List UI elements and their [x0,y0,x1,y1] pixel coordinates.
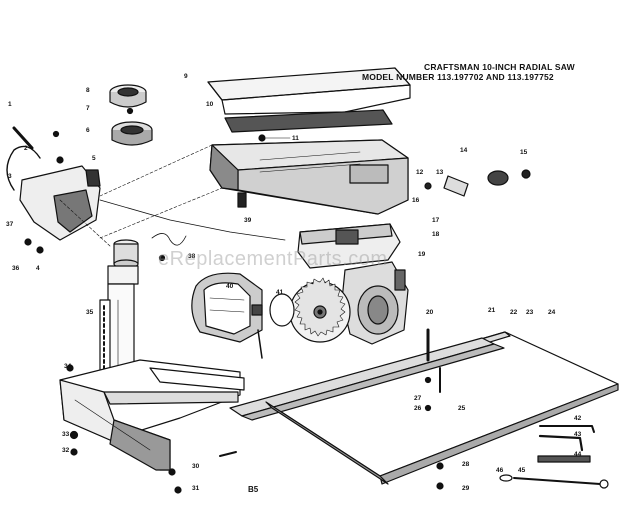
callout-32: 32 [62,447,70,454]
callout-12: 12 [416,169,424,176]
callout-29: 29 [462,485,470,492]
saw-base-frame [59,359,245,471]
callout-13: 13 [436,169,444,176]
callout-4: 4 [36,265,40,272]
knob-14-assembly [424,169,531,197]
callout-39: 39 [244,217,252,224]
callout-17: 17 [432,217,440,224]
callout-35: 35 [86,309,94,316]
callout-23: 23 [526,309,534,316]
anti-kickback-part [269,293,295,327]
arm-plate-part [224,109,393,133]
callout-40: 40 [226,283,234,290]
leader-dashed-lines [59,144,223,247]
callout-1: 1 [8,101,12,108]
callout-8: 8 [86,87,90,94]
callout-46: 46 [496,467,504,474]
callout-30: 30 [192,463,200,470]
callout-28: 28 [462,461,470,468]
callout-20: 20 [426,309,434,316]
column-part [99,239,139,383]
callout-11: 11 [292,135,299,142]
callout-7: 7 [86,105,90,112]
callout-26: 26 [414,405,422,412]
callout-3: 3 [8,173,12,180]
title-line-1: CRAFTSMAN 10-INCH RADIAL SAW [424,62,575,72]
title-line-2: MODEL NUMBER 113.197702 AND 113.197752 [362,72,554,82]
watermark-text: eReplacementParts.com [158,248,388,270]
saw-motor-part [341,261,409,345]
diagram-title: CRAFTSMAN 10-INCH RADIAL SAW MODEL NUMBE… [362,62,612,82]
cable-guide [151,233,187,246]
wrench-part [499,474,609,489]
callout-18: 18 [432,231,440,238]
arm-cover-part [207,67,411,115]
callout-24: 24 [548,309,556,316]
callout-25: 25 [458,405,466,412]
blade-guard-part [191,272,263,359]
callout-14: 14 [460,147,468,154]
motor-cord-part [6,126,41,191]
callout-45: 45 [518,467,526,474]
small-hardware-parts [24,238,444,494]
bolt-20 [424,328,441,412]
saw-blade-part [289,277,351,343]
callout-36: 36 [12,265,20,272]
callout-43: 43 [574,431,582,438]
callout-5: 5 [92,155,96,162]
callout-42: 42 [574,415,582,422]
column-cap-parts [109,84,153,146]
callout-41: 41 [276,289,284,296]
footer-code: B5 [248,485,259,494]
callout-38: 38 [188,253,196,260]
callout-10: 10 [206,101,214,108]
callout-9: 9 [184,73,188,80]
callout-19: 19 [418,251,426,258]
rail-parts [537,425,595,463]
switch-bracket-part [19,130,101,241]
callout-37: 37 [6,221,14,228]
callout-31: 31 [192,485,200,492]
callout-16: 16 [412,197,420,204]
callout-22: 22 [510,309,518,316]
carriage-yoke-part [297,223,401,269]
callout-44: 44 [574,451,582,458]
callout-6: 6 [86,127,90,134]
callout-21: 21 [488,307,496,314]
screw-11 [258,134,291,142]
callout-34: 34 [64,363,72,370]
callout-15: 15 [520,149,528,156]
power-cable [99,199,286,241]
arm-bolt-39 [237,192,247,208]
callout-27: 27 [414,395,422,402]
callout-33: 33 [62,431,70,438]
callout-2: 2 [24,145,28,152]
radial-arm-part [209,139,409,215]
